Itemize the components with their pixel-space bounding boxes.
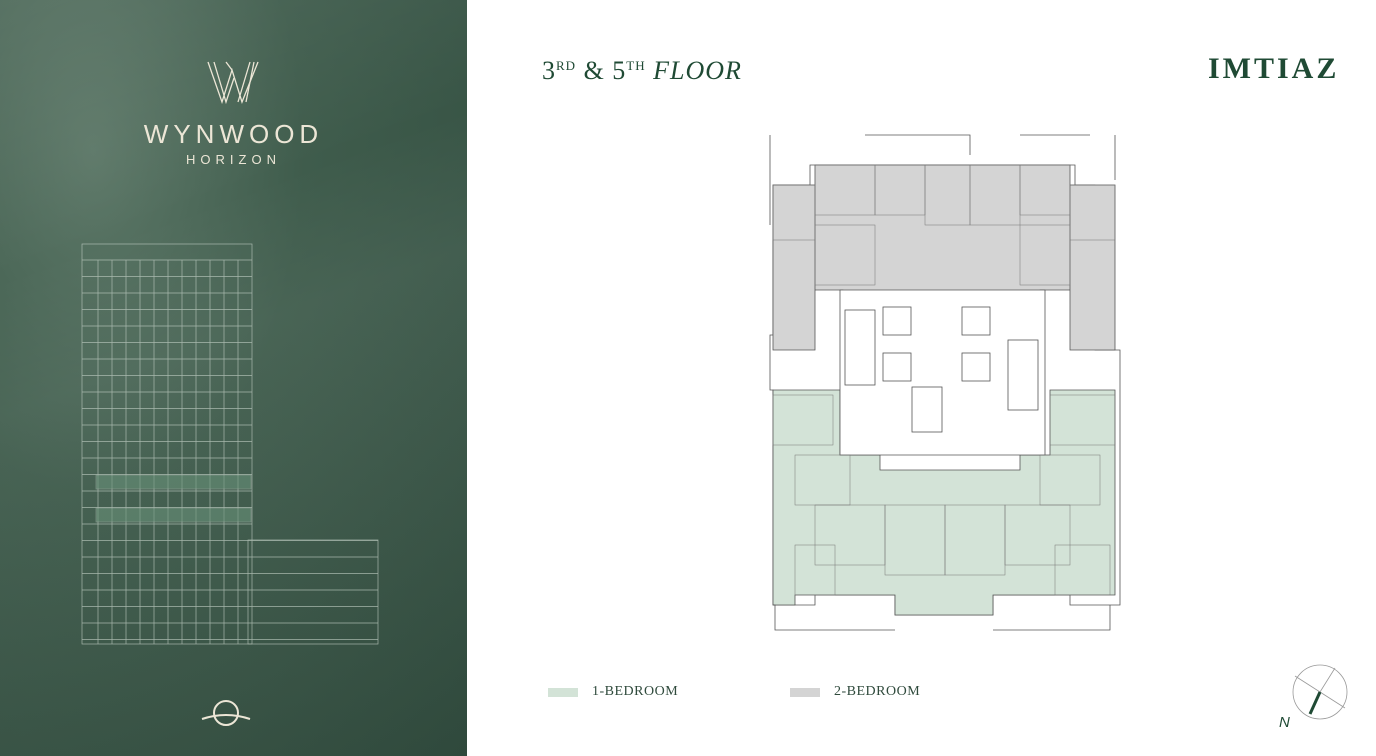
floor-plan (769, 134, 1121, 631)
legend-1-bedroom: 1-BEDROOM (548, 684, 678, 700)
north-compass: N (1279, 664, 1355, 749)
w-monogram-icon (206, 61, 259, 105)
legend-label: 2-BEDROOM (834, 684, 921, 699)
legend-swatch (548, 687, 578, 697)
page-title: 3RD & 5TH FLOOR (542, 56, 742, 85)
compass-icon (1292, 664, 1348, 720)
side-panel: WYNWOOD HORIZON (0, 0, 467, 756)
compass-label: N (1279, 714, 1290, 731)
horizon-emblem-icon (201, 700, 251, 726)
logo-sub: HORIZON (186, 152, 281, 167)
logo-name: WYNWOOD (143, 119, 324, 149)
developer-logo: IMTIAZ (1208, 52, 1340, 85)
building-elevation (81, 243, 379, 645)
project-logo: WYNWOOD HORIZON (0, 60, 467, 167)
legend-2-bedroom: 2-BEDROOM (790, 684, 920, 700)
legend-swatch (790, 687, 820, 697)
legend-label: 1-BEDROOM (592, 684, 679, 699)
